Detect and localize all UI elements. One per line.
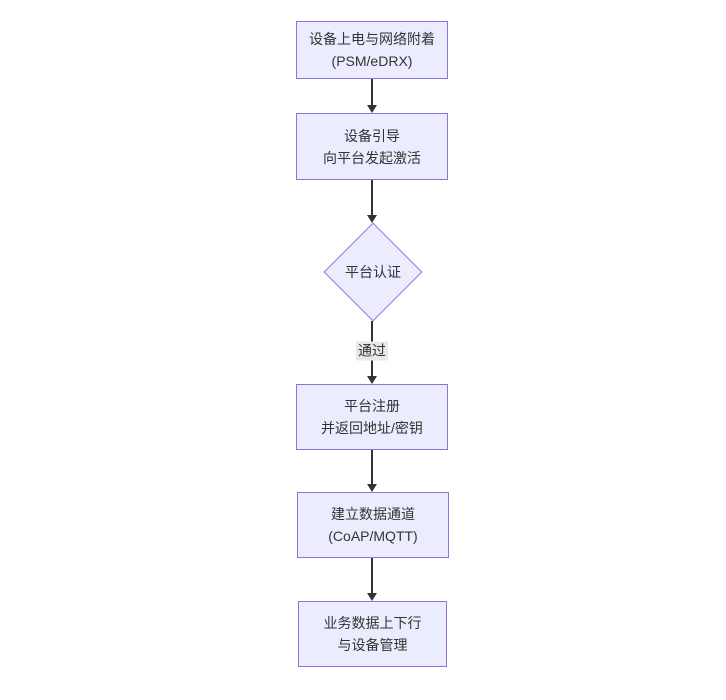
node-device-power-on: 设备上电与网络附着 (PSM/eDRX) xyxy=(296,21,448,79)
node-text-line: 平台注册 xyxy=(344,398,400,414)
node-text-line: 与设备管理 xyxy=(337,637,408,653)
arrowhead-down-icon xyxy=(367,215,377,223)
node-text-line: (CoAP/MQTT) xyxy=(328,528,418,544)
node-text-line: (PSM/eDRX) xyxy=(331,53,413,69)
node-device-bootstrap: 设备引导 向平台发起激活 xyxy=(296,113,448,180)
decision-label: 平台认证 xyxy=(345,264,401,280)
node-data-channel: 建立数据通道 (CoAP/MQTT) xyxy=(297,492,449,558)
arrowhead-down-icon xyxy=(367,376,377,384)
edge-line xyxy=(371,450,373,484)
node-platform-register: 平台注册 并返回地址/密钥 xyxy=(296,384,448,450)
edge-line xyxy=(371,558,373,593)
node-text-line: 设备引导 xyxy=(344,127,400,144)
node-business-data: 业务数据上下行 与设备管理 xyxy=(298,601,447,667)
node-text-line: 并返回地址/密钥 xyxy=(321,420,423,436)
edge-line xyxy=(371,79,373,105)
node-text-line: 业务数据上下行 xyxy=(323,615,422,631)
arrowhead-down-icon xyxy=(367,105,377,113)
node-text-line: 向平台发起激活 xyxy=(323,149,421,166)
node-text-line: 设备上电与网络附着 xyxy=(309,31,435,47)
edge-line xyxy=(371,180,373,215)
edge-label-pass: 通过 xyxy=(356,341,388,361)
arrowhead-down-icon xyxy=(367,593,377,601)
node-text-line: 建立数据通道 xyxy=(331,506,415,522)
arrowhead-down-icon xyxy=(367,484,377,492)
